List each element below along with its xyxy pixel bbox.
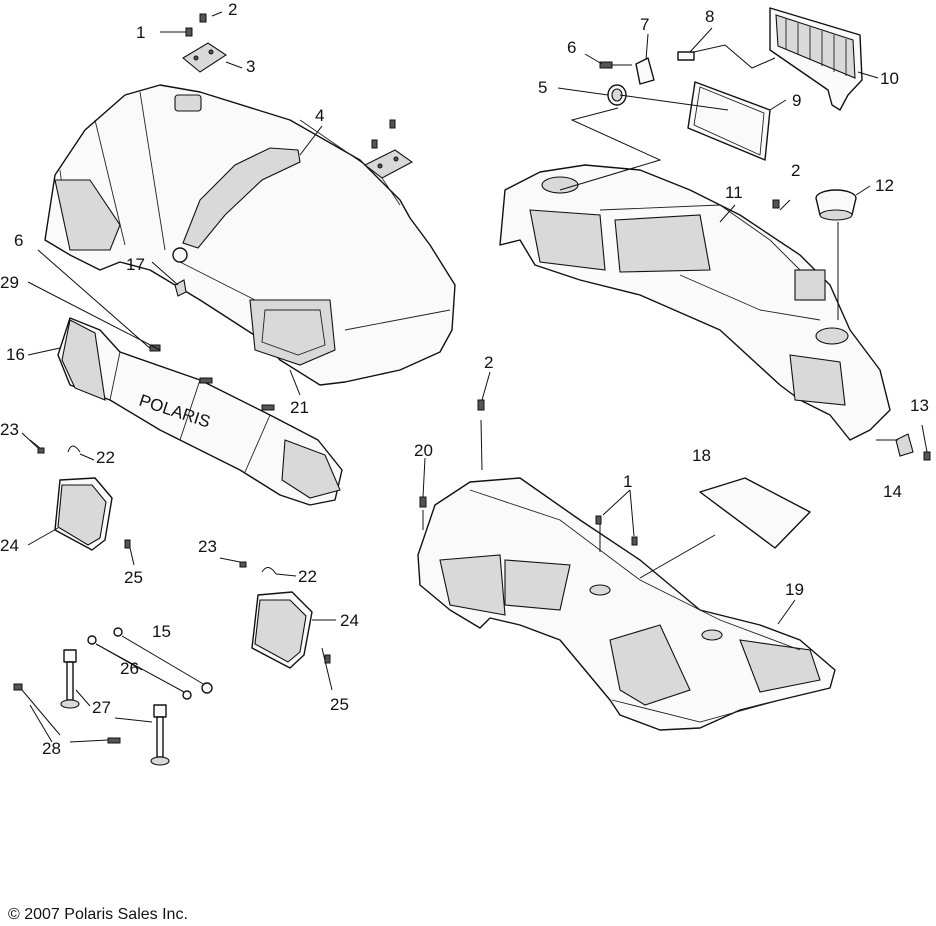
callout-1: 1 — [136, 23, 145, 42]
callout-16: 16 — [6, 345, 25, 364]
nut-part-15 — [113, 627, 123, 637]
callout-6-front: 6 — [14, 231, 23, 250]
callout-labels: 1 2 3 4 5 6 7 8 9 10 11 12 13 14 15 16 1… — [0, 0, 929, 758]
clip-part-17 — [174, 279, 187, 297]
washer-part-26 — [87, 635, 97, 645]
hood-screw-b — [389, 119, 396, 129]
front-fascia-part-16: POLARIS — [57, 317, 343, 506]
clip-part-14 — [895, 433, 914, 457]
callout-13: 13 — [910, 396, 929, 415]
bracket-part-7 — [635, 57, 655, 85]
gasket-part-9 — [687, 81, 771, 161]
callout-14: 14 — [883, 482, 902, 501]
floor-part-19 — [417, 477, 836, 731]
stud-part-27-left — [60, 649, 80, 709]
callout-10: 10 — [880, 69, 899, 88]
callout-22-left: 22 — [96, 448, 115, 467]
screw-part-13 — [923, 451, 931, 461]
callout-28: 28 — [42, 739, 61, 758]
clip-part-22-right — [261, 567, 277, 575]
screw-part-2-floor — [477, 399, 485, 411]
screw-part-2-top — [199, 13, 207, 23]
hood-part-4 — [44, 84, 456, 386]
screw-part-1-floor-a — [595, 515, 602, 525]
callout-27: 27 — [92, 698, 111, 717]
callout-17: 17 — [126, 255, 145, 274]
screw-part-1 — [160, 27, 193, 37]
callout-23-right: 23 — [198, 537, 217, 556]
cover-part-18 — [699, 477, 811, 549]
callout-11: 11 — [725, 183, 743, 202]
callout-leader-lines — [21, 11, 879, 743]
bolt-part-28-a — [13, 683, 23, 691]
callout-4: 4 — [315, 106, 324, 125]
headlight-part-24-left — [54, 477, 113, 551]
callout-15: 15 — [152, 622, 171, 641]
callout-18: 18 — [692, 446, 711, 465]
bolt-part-28-b — [107, 737, 121, 744]
bolt-part-21a — [199, 377, 213, 384]
nut-part-15-b — [201, 682, 213, 694]
screw-part-20 — [419, 496, 427, 508]
bolt-part-6-front — [149, 344, 161, 352]
grille-part-10 — [769, 7, 863, 111]
callout-2: 2 — [228, 0, 237, 19]
stud-part-27-right — [150, 704, 170, 766]
callout-24-right: 24 — [340, 611, 359, 630]
callout-25-right: 25 — [330, 695, 349, 714]
screw-part-25-left — [124, 539, 131, 549]
bolt-part-6-rear — [599, 61, 613, 69]
callout-21: 21 — [290, 398, 309, 417]
grommet-part-5 — [607, 84, 627, 106]
screw-part-1-floor-b — [631, 536, 638, 546]
bolt-part-21b — [261, 404, 275, 411]
callout-22-right: 22 — [298, 567, 317, 586]
callout-6: 6 — [567, 38, 576, 57]
hinge-bracket-right — [363, 149, 414, 179]
callout-1-floor: 1 — [623, 472, 632, 491]
hinge-bracket-3 — [182, 42, 227, 73]
callout-2-floor: 2 — [484, 353, 493, 372]
callout-25-left: 25 — [124, 568, 143, 587]
callout-26: 26 — [120, 659, 139, 678]
bolt-part-8 — [677, 51, 695, 61]
callout-3: 3 — [246, 57, 255, 76]
callout-9: 9 — [792, 91, 801, 110]
callout-2-dash: 2 — [791, 161, 800, 180]
callout-12: 12 — [875, 176, 894, 195]
screw-part-2-dash — [772, 199, 780, 209]
screw-part-23-left — [37, 447, 45, 454]
headlight-part-24-right — [251, 591, 313, 669]
callout-7: 7 — [640, 15, 649, 34]
copyright-notice: © 2007 Polaris Sales Inc. — [8, 906, 188, 923]
clip-part-22-left — [67, 445, 81, 453]
callout-24-left: 24 — [0, 536, 19, 555]
washer-part-26-b — [182, 690, 192, 700]
callout-29: 29 — [0, 273, 19, 292]
dash-part-11 — [499, 164, 891, 441]
callout-19: 19 — [785, 580, 804, 599]
screw-part-23-right — [239, 561, 247, 568]
callout-5: 5 — [538, 78, 547, 97]
hood-screw — [371, 139, 378, 149]
cap-part-12 — [815, 189, 857, 221]
callout-8: 8 — [705, 7, 714, 26]
callout-23-left: 23 — [0, 420, 19, 439]
callout-20: 20 — [414, 441, 433, 460]
